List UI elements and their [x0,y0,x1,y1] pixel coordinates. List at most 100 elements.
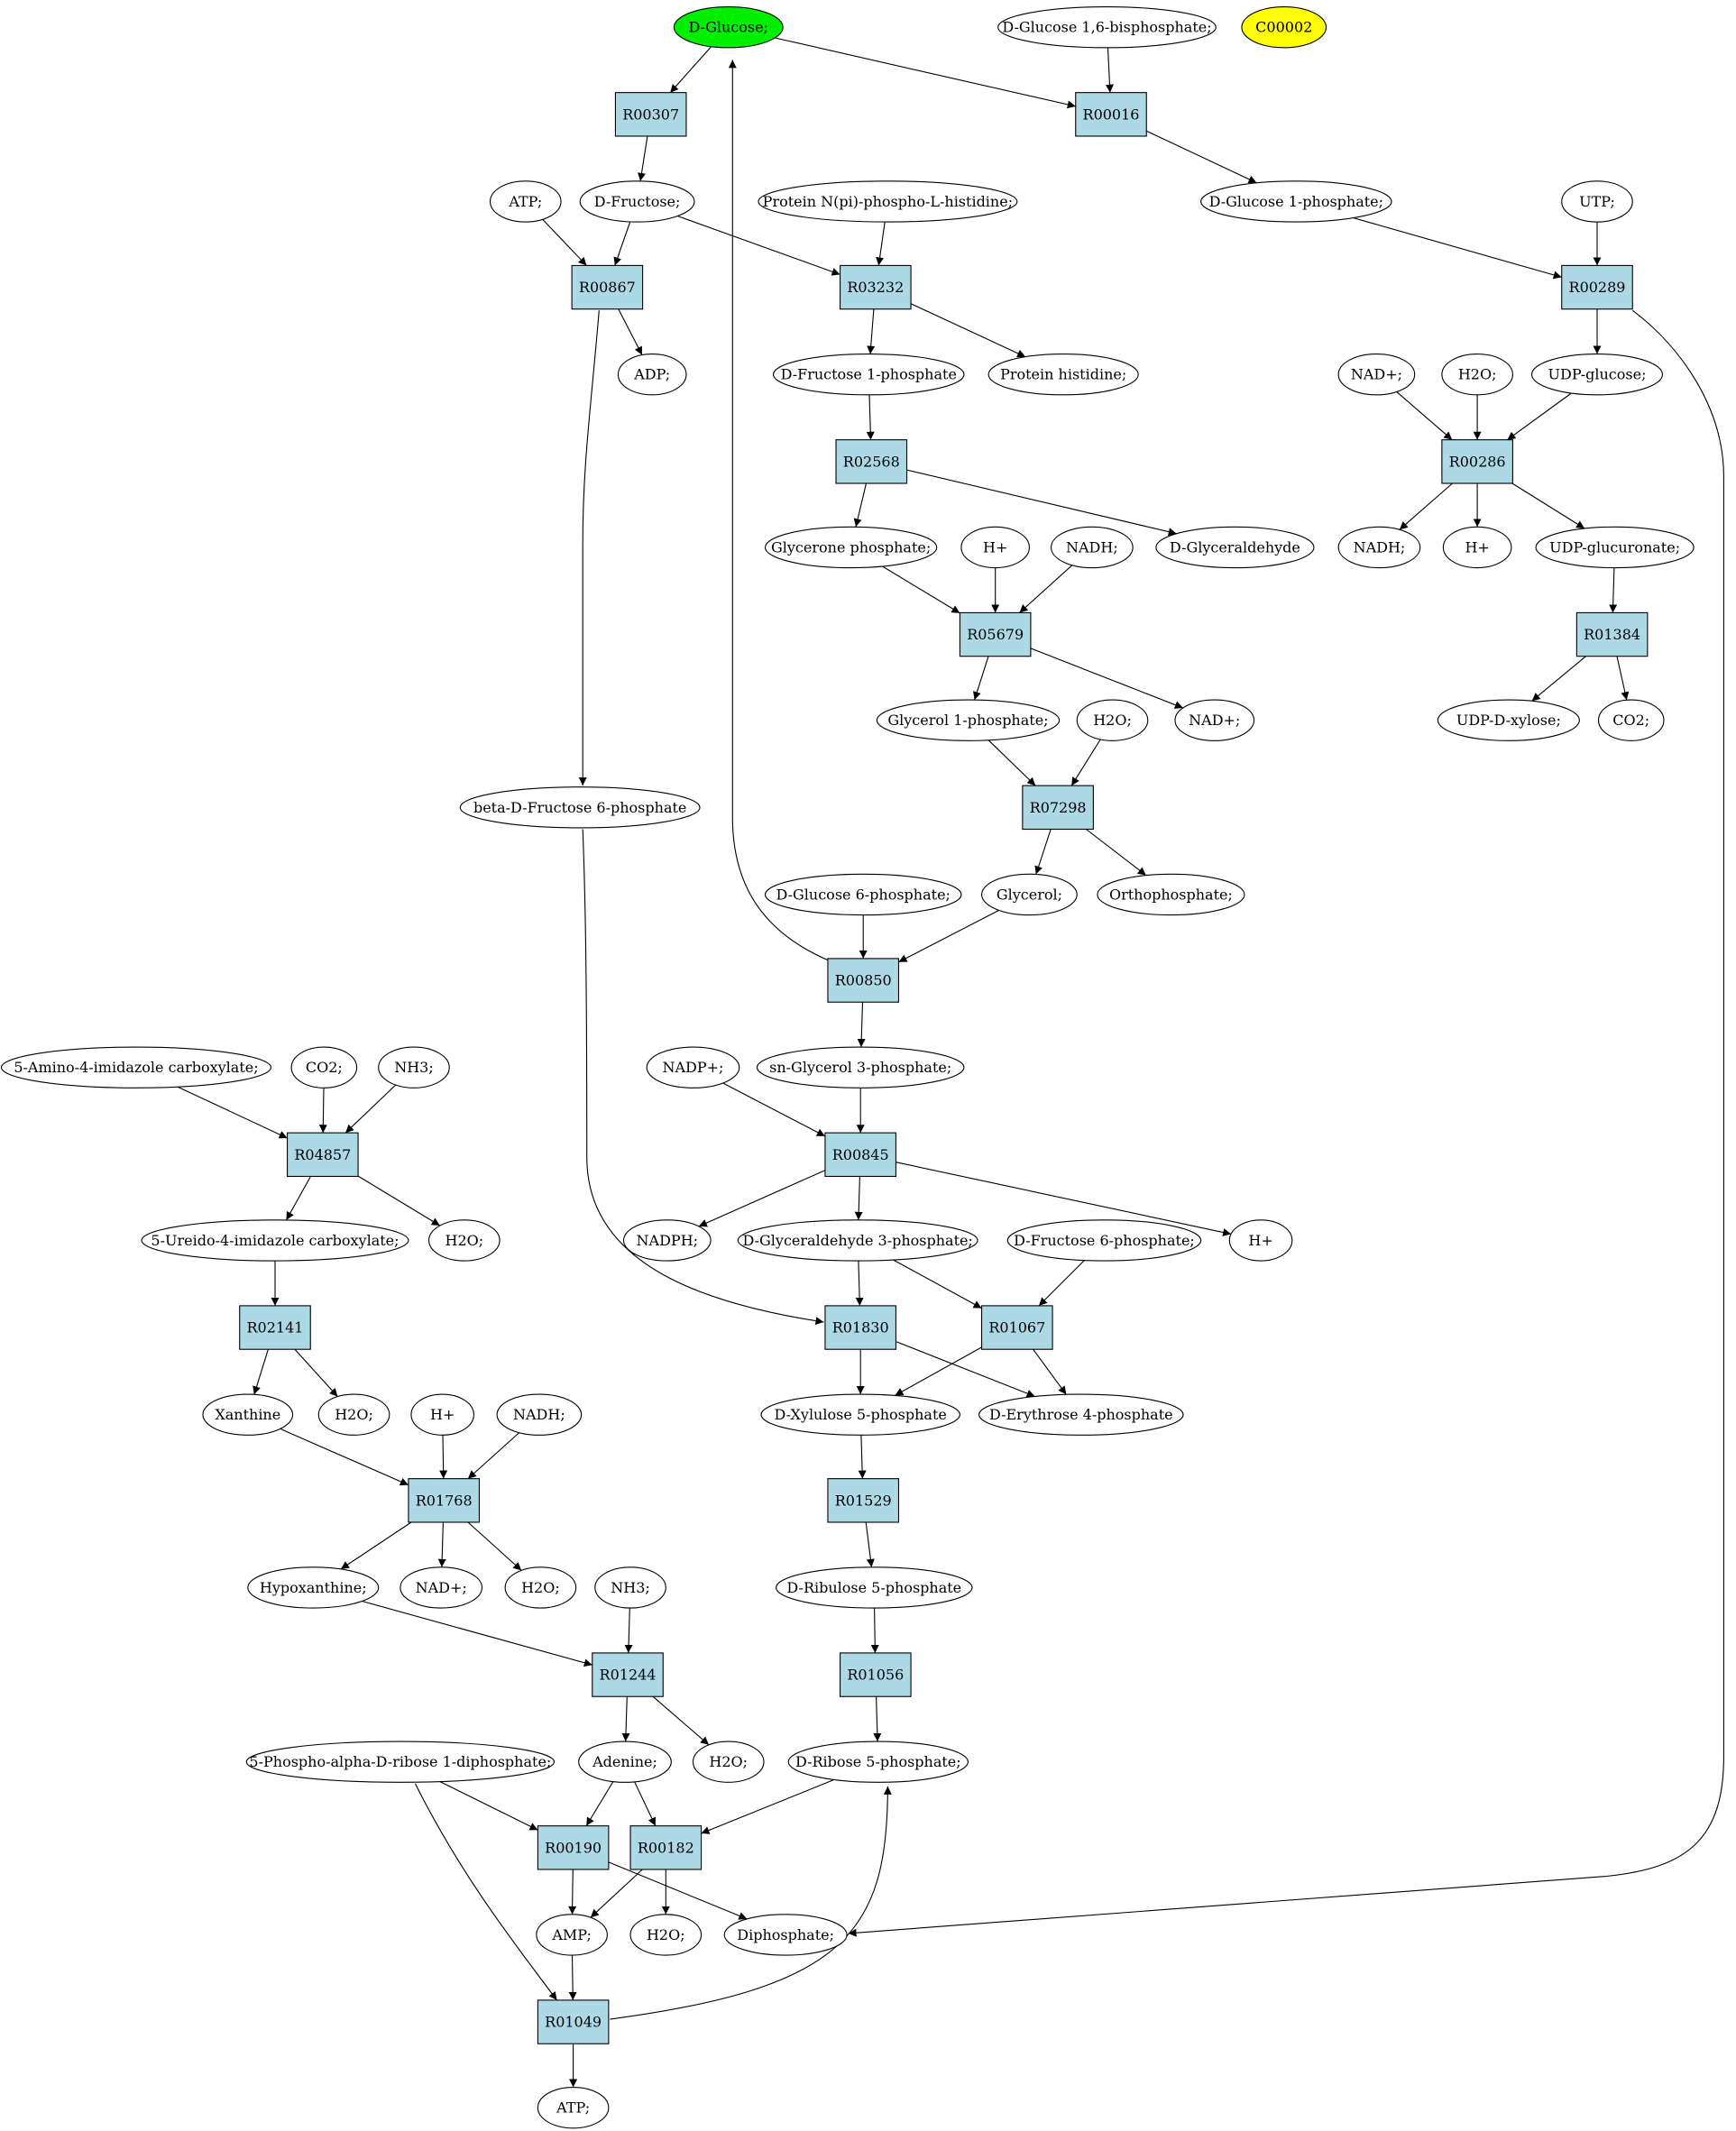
node-label: R05679 [967,626,1024,643]
compound-node-dhap: Glycerone phosphate; [764,526,938,569]
reaction-node-R00016: R00016 [1075,92,1147,137]
edge-R05679-to-nad_r05679 [1030,648,1184,709]
reaction-box [287,1132,359,1178]
edge-udpglcua-to-R01384 [1609,567,1618,613]
compound-node-h2o_r02141: H2O; [317,1393,390,1436]
reaction-box [839,264,912,310]
compound-node-protein_his: Protein histidine; [987,353,1139,396]
reaction-node-R05679: R05679 [959,611,1032,657]
compound-ellipse [760,1393,960,1436]
edge-R00307-to-fructose [638,135,648,181]
node-label: D-Xylulose 5-phosphate [775,1406,947,1423]
edge-R00845-to-ga3p [854,1176,863,1220]
node-label: 5-Amino-4-imidazole carboxylate; [14,1059,258,1076]
compound-ellipse [776,1566,973,1609]
edge-adenine-to-R00182 [634,1781,657,1826]
compound-node-e4p: D-Erythrose 4-phosphate [978,1393,1184,1436]
edge-nh3_r04857-to-R04857 [344,1084,397,1134]
node-label: R01830 [832,1319,889,1336]
compound-ellipse [1051,526,1134,569]
edge-ru5p-to-R01056 [870,1608,879,1653]
reaction-node-R01529: R01529 [827,1478,900,1523]
edge-R00190-to-diphosphate [608,1861,748,1920]
edge-R04857-to-ureido [286,1176,311,1221]
compound-ellipse [1228,1219,1293,1262]
compound-node-glycerol: Glycerol; [981,873,1078,916]
edge-R07298-to-orthophos [1086,829,1147,877]
node-label: 5-Phospho-alpha-D-ribose 1-diphosphate; [249,1753,551,1770]
compound-node-h2o_r07298: H2O; [1076,699,1149,741]
compound-ellipse [737,1219,978,1262]
compound-node-ureido: 5-Ureido-4-imidazole carboxylate; [141,1219,409,1262]
edge-R01830-to-e4p [896,1341,1035,1398]
reaction-node-R02141: R02141 [239,1305,311,1350]
compound-node-h2o_r00182: H2O; [629,1914,703,1956]
reaction-node-R00190: R00190 [537,1825,610,1870]
edge-xu5p-to-R01529 [858,1435,867,1479]
compound-node-orthophos: Orthophosphate; [1097,873,1245,916]
edge-R07298-to-glycerol [1034,829,1052,875]
edge-nadh_r05679-to-R05679 [1019,565,1073,613]
edge-R03232-to-f1p [867,308,876,354]
reaction-box [1022,785,1094,831]
node-label: Glycerone phosphate; [771,538,931,556]
compound-node-udpxyl: UDP-D-xylose; [1437,699,1580,741]
edge-R02568-to-glyceraldehyde [906,469,1177,537]
edge-R02141-to-xanthine [253,1349,269,1395]
compound-node-nad_r05679: NAD+; [1174,699,1255,741]
compound-node-h2o_r01768: H2O; [504,1566,577,1609]
reaction-box [1561,264,1633,310]
edge-R01244-to-adenine [621,1696,630,1742]
edge-R00190-to-amp [568,1869,577,1915]
compound-node-gly1p: Glycerol 1-phosphate; [876,699,1061,741]
compound-ellipse [459,786,701,829]
node-label: D-Fructose; [594,193,681,210]
compound-ellipse [1337,353,1416,396]
node-label: D-Glucose 1-phosphate; [1209,193,1383,210]
compound-node-h2o_r00286: H2O; [1441,353,1513,396]
compound-ellipse [960,526,1030,569]
edge-amp-to-R01049 [568,1955,577,2000]
edge-udpglc-to-R00286 [1507,392,1572,441]
compound-ellipse [978,1393,1184,1436]
compound-ellipse [646,1046,740,1088]
edge-R00850-to-glucose [728,60,831,962]
reaction-box [827,1478,900,1523]
compound-node-nadph: NADPH; [622,1219,712,1262]
compound-ellipse [578,1741,672,1783]
edge-R00182-to-amp [590,1869,643,1918]
compound-ellipse [1530,353,1664,396]
compound-node-ru5p: D-Ribulose 5-phosphate [776,1566,973,1609]
node-label: NADH; [1354,538,1406,556]
compound-ellipse [0,1046,272,1088]
compound-node-atp_bottom: ATP; [537,2086,610,2129]
node-label: D-Glucose; [689,19,768,36]
reaction-box [1441,439,1513,484]
compound-ellipse [1241,5,1327,49]
edge-R00286-to-udpglcua [1511,482,1585,529]
node-label: UDP-glucuronate; [1549,538,1680,556]
node-label: D-Glyceraldehyde 3-phosphate; [742,1232,972,1249]
reaction-node-R00867: R00867 [571,264,644,310]
node-label: R03232 [847,279,904,296]
compound-node-atp_top: ATP; [489,180,562,223]
compound-ellipse [773,353,965,396]
compound-ellipse [758,180,1018,223]
node-label: Adenine; [592,1753,657,1770]
node-label: R00182 [638,1839,694,1856]
edge-g1p-to-R00289 [1353,217,1562,280]
node-label: D-Fructose 6-phosphate; [1014,1232,1195,1249]
reaction-node-R01768: R01768 [408,1478,481,1523]
node-label: R01768 [416,1492,473,1509]
compound-ellipse [692,1741,765,1783]
compound-ellipse [1200,180,1392,223]
node-label: D-Ribose 5-phosphate; [795,1753,961,1770]
reaction-box [981,1305,1053,1350]
node-label: R02568 [843,453,900,470]
node-label: R02141 [247,1319,304,1336]
edge-prpp-to-R00190 [439,1781,538,1831]
node-label: UDP-D-xylose; [1456,712,1561,729]
compound-node-hypoxanthine: Hypoxanthine; [247,1566,380,1609]
edge-h_r01768-to-R01768 [439,1435,448,1479]
reaction-node-R02568: R02568 [835,439,908,484]
